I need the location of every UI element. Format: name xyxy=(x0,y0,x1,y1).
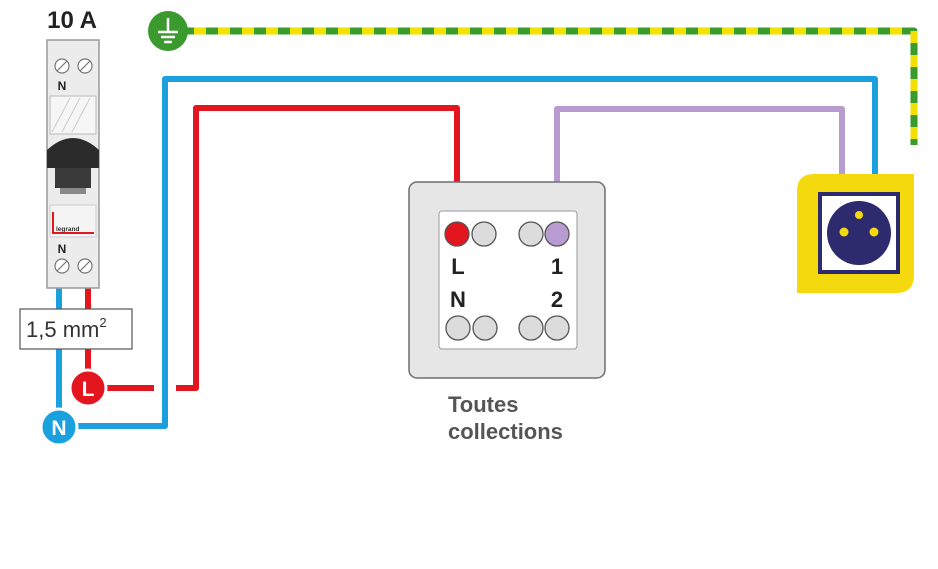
brand-logo: legrand xyxy=(56,226,80,233)
terminal-l-connected xyxy=(444,221,470,247)
terminal-1-connected xyxy=(544,221,570,247)
socket-face xyxy=(827,201,891,265)
terminal-n-a xyxy=(445,315,471,341)
terminal-2-b xyxy=(544,315,570,341)
neutral-badge: N xyxy=(39,407,79,447)
terminal-2-a xyxy=(518,315,544,341)
wire-size-label: 1,5 mm2 xyxy=(19,308,133,350)
phase-badge-label: L xyxy=(82,378,95,401)
phase-badge: L xyxy=(68,368,108,408)
socket-earth-pin xyxy=(855,211,863,219)
terminal-1-label: 1 xyxy=(551,254,563,279)
breaker-top-label: N xyxy=(58,79,67,93)
switch-module: L 1 N 2 xyxy=(408,181,606,379)
socket-pin-hole xyxy=(869,227,879,237)
socket-pin-hole xyxy=(839,227,849,237)
breaker-rating: 10 A xyxy=(47,7,97,34)
socket-outlet xyxy=(797,174,914,293)
wire-size-superscript: 2 xyxy=(99,315,106,330)
neutral-badge-label: N xyxy=(51,417,66,440)
circuit-breaker: 10 A N legrand N xyxy=(46,7,100,289)
terminal-2-label: 2 xyxy=(551,287,563,312)
phase-wire xyxy=(85,105,460,391)
module-caption-line1: Toutes xyxy=(448,392,518,417)
terminal-n-label: N xyxy=(450,287,466,312)
module-caption-line2: collections xyxy=(448,419,563,444)
output-wire xyxy=(554,106,845,233)
earth-symbol-icon xyxy=(148,11,188,51)
svg-text:1,5 mm2: 1,5 mm2 xyxy=(26,315,107,342)
wire-size-value: 1,5 mm xyxy=(26,317,99,342)
earth-wire xyxy=(170,27,918,145)
terminal-n-b xyxy=(472,315,498,341)
breaker-bottom-label: N xyxy=(58,242,67,256)
terminal-l-label: L xyxy=(451,254,464,279)
terminal-1-spare xyxy=(518,221,544,247)
breaker-toggle xyxy=(47,138,99,194)
terminal-l-spare xyxy=(471,221,497,247)
module-face xyxy=(438,210,578,350)
